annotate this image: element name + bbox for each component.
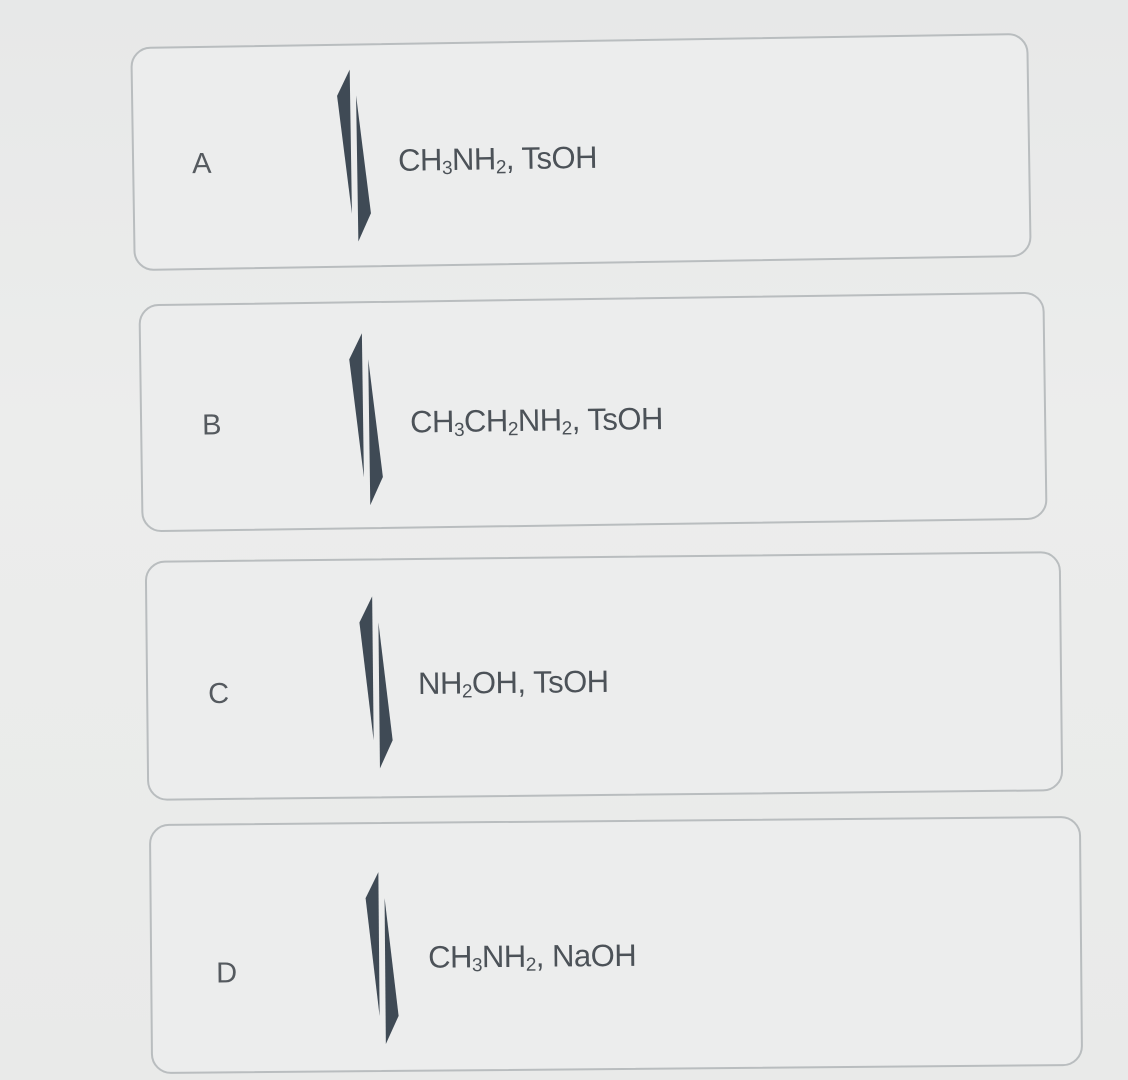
formula-subscript: 2 bbox=[561, 418, 572, 440]
formula-subscript: 2 bbox=[461, 681, 473, 703]
formula-subscript: 3 bbox=[453, 419, 465, 441]
formula-subscript: 2 bbox=[507, 419, 519, 441]
answer-option-d[interactable]: D CH3NH2, NaOH bbox=[148, 815, 1084, 1075]
formula-text: , NaOH bbox=[535, 937, 637, 974]
option-letter: D bbox=[216, 957, 238, 990]
reagent-label: CH3NH2, TsOH bbox=[397, 139, 598, 180]
option-letter: C bbox=[208, 677, 230, 711]
option-letter: B bbox=[201, 409, 222, 442]
formula-text: OH, TsOH bbox=[471, 663, 609, 701]
formula-subscript: 2 bbox=[495, 157, 507, 179]
answer-option-c[interactable]: C NH2OH, TsOH bbox=[144, 551, 1064, 801]
formula-subscript: 2 bbox=[525, 954, 536, 976]
formula-subscript: 3 bbox=[471, 955, 483, 977]
formula-text: NH bbox=[481, 938, 526, 975]
equilibrium-arrows-icon bbox=[337, 69, 371, 242]
equilibrium-arrows-icon bbox=[359, 596, 393, 769]
formula-text: NH bbox=[451, 141, 497, 178]
equilibrium-arrows-icon bbox=[349, 333, 383, 506]
formula-text: , TsOH bbox=[571, 401, 664, 438]
formula-text: CH bbox=[397, 142, 443, 178]
formula-text: CH bbox=[463, 403, 508, 439]
reagent-label: CH3NH2, NaOH bbox=[427, 937, 637, 977]
formula-text: CH bbox=[409, 403, 455, 440]
answer-option-a[interactable]: A CH3NH2, TsOH bbox=[130, 32, 1032, 272]
reagent-label: NH2OH, TsOH bbox=[417, 663, 609, 703]
answer-option-b[interactable]: B CH3CH2NH2, TsOH bbox=[138, 291, 1048, 533]
option-letter: A bbox=[191, 147, 212, 181]
equilibrium-arrows-icon bbox=[365, 872, 399, 1045]
formula-text: , TsOH bbox=[505, 139, 598, 177]
reagent-label: CH3CH2NH2, TsOH bbox=[409, 401, 664, 441]
formula-text: NH bbox=[517, 402, 562, 439]
formula-subscript: 3 bbox=[441, 158, 453, 180]
formula-text: NH bbox=[417, 665, 463, 701]
formula-text: CH bbox=[427, 939, 473, 975]
